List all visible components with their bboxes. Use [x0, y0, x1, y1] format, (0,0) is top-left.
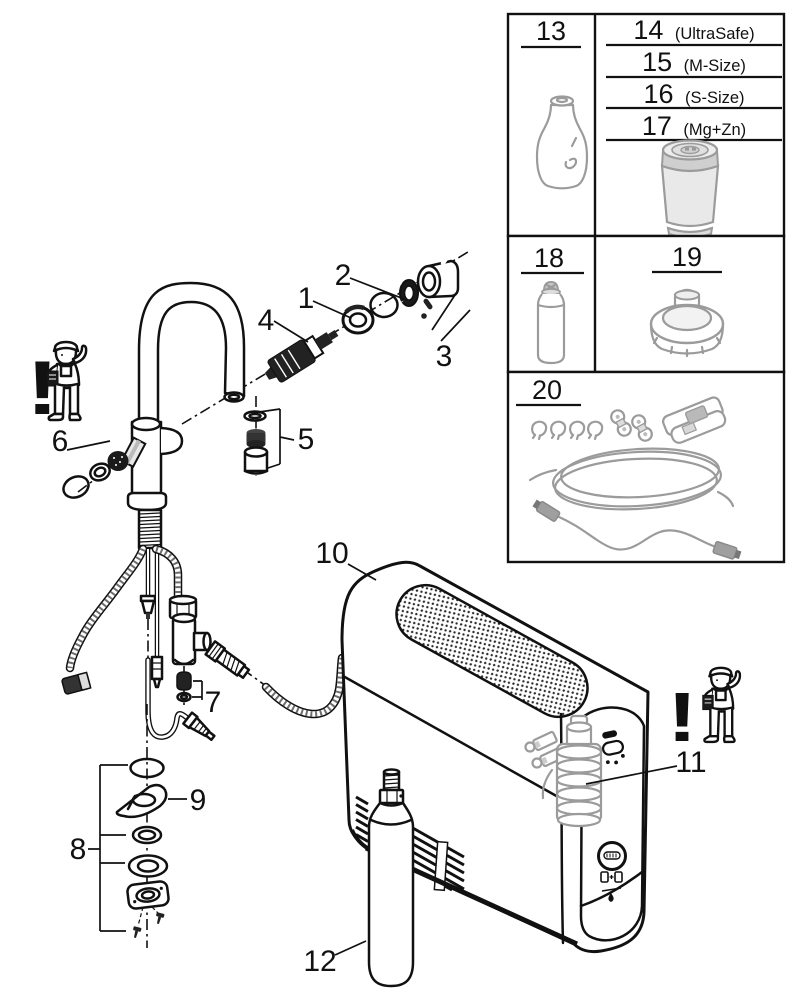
cooler-hose-fitting [204, 640, 251, 680]
part-variant-14: (UltraSafe) [675, 25, 755, 43]
part-number-16: 16 [643, 79, 673, 109]
filtered-water-tube [145, 657, 216, 742]
callout-9: 9 [190, 784, 207, 817]
part-variant-16: (S-Size) [685, 89, 745, 107]
co2-adapter-icon [649, 288, 725, 358]
hose-to-cooler [266, 658, 342, 714]
installer-icon [701, 666, 742, 744]
svg-text:17 (Mg+Zn): 17 (Mg+Zn) [642, 111, 746, 141]
ring-nut [397, 279, 420, 307]
coiled-hose-icon [528, 447, 735, 511]
callout-4: 4 [258, 304, 275, 337]
callout-12: 12 [303, 945, 336, 978]
blue-handle-knob [107, 436, 147, 471]
grohe-logo-badge [597, 841, 627, 871]
callout-6: 6 [52, 425, 69, 458]
carbonator-assembly [524, 714, 603, 828]
part-number-17: 17 [642, 111, 672, 141]
callout-2: 2 [335, 259, 352, 292]
cartridge [264, 329, 339, 383]
part-number-19: 19 [672, 242, 702, 272]
mousseur-parts [243, 410, 269, 475]
mounting-bracket-icon [662, 396, 727, 444]
svg-text:16 (S-Size): 16 (S-Size) [643, 79, 744, 109]
callout-11: 11 [675, 746, 706, 779]
callout-5: 5 [298, 423, 315, 456]
cooler-unit [340, 560, 650, 954]
part-variant-17: (Mg+Zn) [683, 121, 746, 139]
part-number-14: 14 [633, 15, 663, 45]
escutcheon-ring [341, 304, 375, 335]
part-number-15: 15 [642, 47, 672, 77]
co2-parts-box: 18 19 [506, 234, 786, 374]
filter-cartridge-icon [660, 139, 720, 238]
power-cable-icon [532, 499, 742, 560]
mounting-set [88, 704, 187, 948]
svg-text:15 (M-Size): 15 (M-Size) [642, 47, 746, 77]
callout-3: 3 [436, 340, 453, 373]
control-buttons [601, 730, 625, 765]
sensor-cable [150, 549, 164, 689]
part-number-18: 18 [534, 243, 564, 273]
accessories-box: 20 [506, 370, 786, 564]
screw [133, 926, 142, 938]
exclamation-icon: ! [667, 678, 697, 756]
kitchen-faucet-assembly [61, 243, 471, 948]
co2-cartridge-icon [536, 280, 566, 365]
handle-o-rings [62, 462, 111, 499]
mounting-flange [126, 880, 170, 910]
svg-text:14 (UltraSafe): 14 (UltraSafe) [633, 15, 754, 45]
callout-1: 1 [298, 282, 315, 315]
filter-parts-box: 13 14 (UltraSafe) 15 (M-Size) 16 (S-Size… [506, 12, 786, 238]
ventilation-grille [395, 583, 589, 719]
warning-right: ! [667, 666, 742, 756]
part-variant-15: (M-Size) [684, 57, 746, 75]
co2-bottle [367, 768, 415, 988]
callout-7: 7 [205, 686, 222, 719]
callout-10: 10 [315, 537, 348, 570]
filter-variant-rows: 14 (UltraSafe) 15 (M-Size) 16 (S-Size) 1… [606, 15, 782, 142]
o-ring [369, 291, 399, 319]
supply-hose-left [61, 549, 143, 695]
lever-handle [416, 243, 460, 319]
stabilizing-wedge [115, 783, 168, 819]
control-pin-line [139, 549, 157, 619]
check-valve-parts [176, 671, 192, 703]
filter-head-icon [535, 95, 589, 190]
water-drop-icon [608, 893, 614, 902]
screw [156, 912, 165, 924]
retaining-clips-icon [531, 420, 604, 441]
hose-couplings-icon [610, 409, 653, 442]
callout-8: 8 [70, 833, 87, 866]
filter-co2-indicator-icons [600, 871, 623, 902]
shank-threads [139, 512, 161, 547]
callout-labels: 1 2 3 4 5 6 7 8 9 10 11 12 [52, 259, 707, 978]
supply-hose-right-and-t-valve [156, 549, 212, 666]
warning-left: ! [26, 340, 88, 430]
part-number-13: 13 [536, 16, 566, 46]
part-number-20: 20 [532, 375, 562, 405]
